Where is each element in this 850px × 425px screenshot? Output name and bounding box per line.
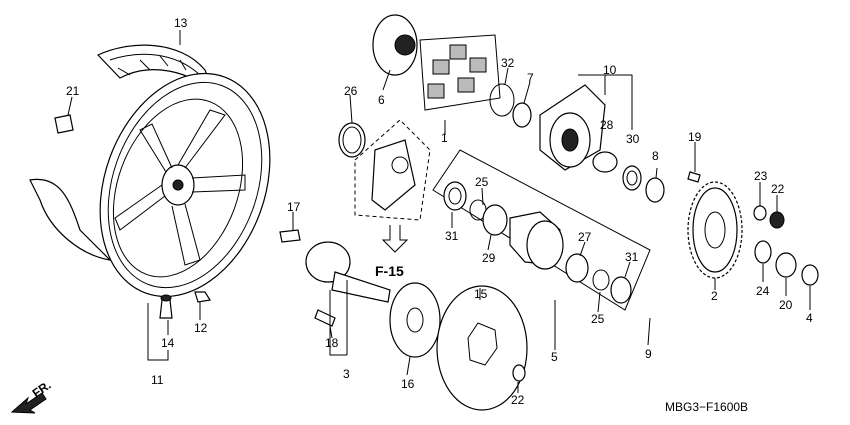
label-31-left: 31 [445,229,459,243]
label-15: 15 [474,287,488,301]
brake-disc-small [389,282,441,358]
label-22-right: 22 [771,182,785,196]
label-31-right: 31 [625,250,639,264]
label-32: 32 [501,56,515,70]
label-18: 18 [325,336,339,350]
label-28: 28 [600,118,614,132]
label-1: 1 [441,131,448,145]
label-22-bottom: 22 [511,393,525,407]
label-25-bottom: 25 [591,312,605,326]
rear-wheel [99,72,271,298]
label-24: 24 [756,284,770,298]
label-20: 20 [779,298,793,312]
label-30: 30 [626,132,640,146]
brake-disc-large [436,285,528,411]
label-10: 10 [603,63,617,77]
rear-axle [279,229,391,327]
label-5: 5 [551,350,558,364]
forward-arrow-icon [10,392,47,414]
reference-label: F-15 [375,263,404,279]
label-21: 21 [66,84,80,98]
label-13: 13 [174,16,188,30]
label-3: 3 [343,367,350,381]
driven-flange [489,74,665,203]
label-2: 2 [711,289,718,303]
label-11: 11 [151,373,164,387]
damper-holder [372,14,501,111]
label-23: 23 [754,169,768,183]
valve-parts [54,114,211,319]
hub-assembly-box [432,149,651,311]
label-12: 12 [194,321,208,335]
leader-lines [67,30,811,393]
label-17: 17 [287,200,301,214]
diagram-code: MBG3−F1600B [665,400,748,414]
label-26: 26 [344,84,358,98]
sprocket [687,181,743,279]
sprocket-hardware [687,171,819,286]
label-9: 9 [645,347,652,361]
caliper-bracket-region [354,119,431,253]
label-4: 4 [806,311,813,325]
label-14: 14 [161,336,175,350]
direction-label: FR. [30,378,54,401]
label-6: 6 [378,93,385,107]
label-16: 16 [401,377,415,391]
label-7: 7 [527,71,534,85]
label-8: 8 [652,149,659,163]
label-19: 19 [688,130,702,144]
label-27: 27 [578,230,592,244]
label-25-top: 25 [475,175,489,189]
label-29: 29 [482,251,496,265]
